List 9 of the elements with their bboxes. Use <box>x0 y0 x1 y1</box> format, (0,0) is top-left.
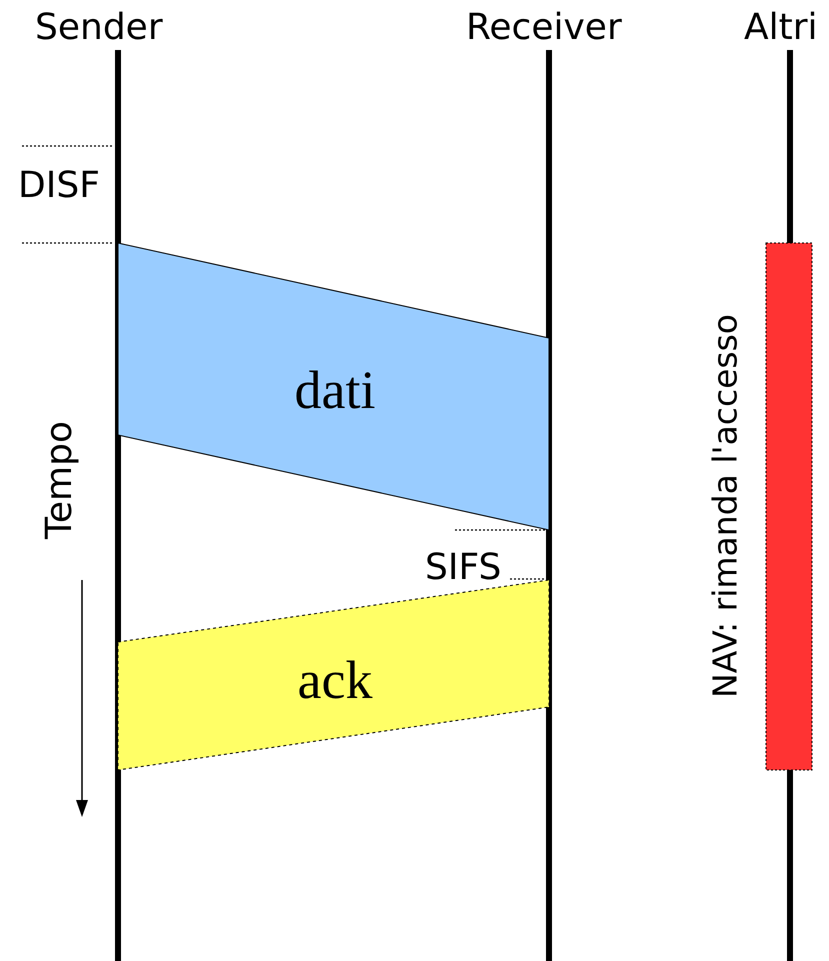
frame-label: ack <box>298 653 372 707</box>
interval-label: SIFS <box>425 550 502 586</box>
lifeline-title: Sender <box>35 10 163 46</box>
bar-caption: NAV: rimanda l'accesso <box>708 314 742 698</box>
lifeline-title: Altri <box>744 10 818 46</box>
axis-label: Tempo <box>42 421 78 539</box>
frame-label: dati <box>294 363 376 417</box>
interval-label: DISF <box>18 168 100 204</box>
lifeline-title: Receiver <box>466 10 622 46</box>
